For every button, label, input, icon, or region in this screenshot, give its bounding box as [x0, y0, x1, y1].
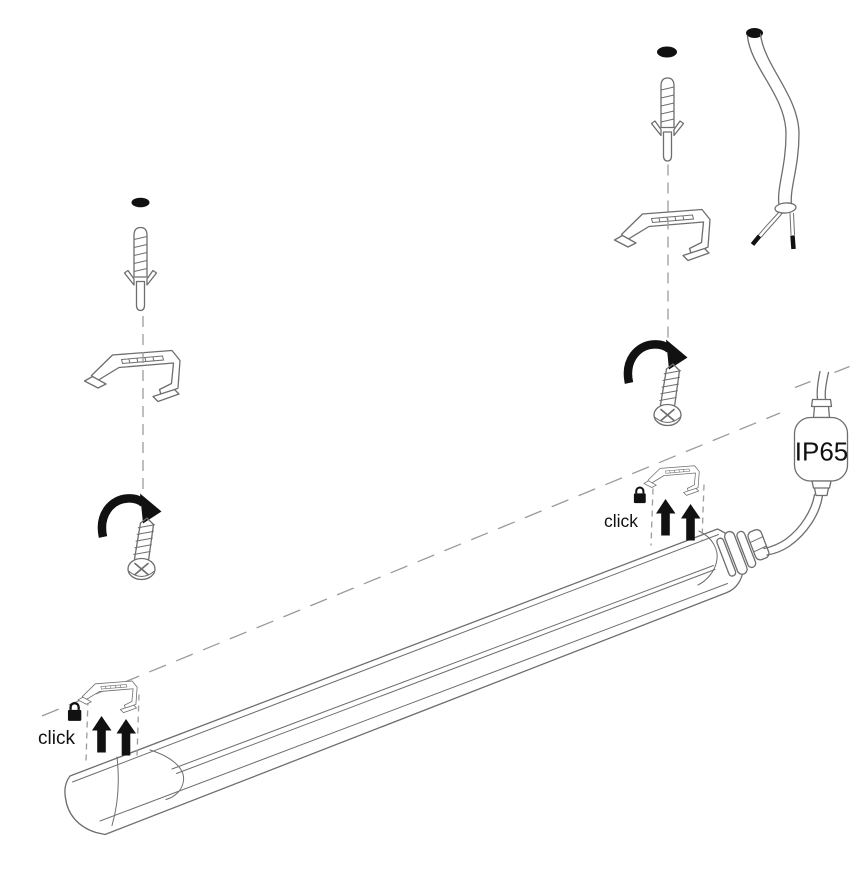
cable-sheath-end [774, 202, 797, 214]
ceiling-hole-left [131, 197, 150, 208]
ceiling-hole-cable [746, 28, 763, 38]
lock-icon [632, 486, 647, 505]
cable-to-ceiling [816, 370, 830, 400]
ip65-junction-box-assembly: IP65 [763, 370, 849, 556]
ceiling-dash-segments [794, 365, 850, 389]
wall-plug-right [650, 77, 685, 162]
cable-gland-connector [716, 529, 770, 577]
mounting-clip-right [613, 208, 711, 262]
stripped-wires [750, 211, 796, 250]
push-up-arrow [92, 716, 112, 753]
click-assembly-left: click [38, 680, 140, 762]
cable-to-fixture [763, 493, 816, 550]
click-label-right: click [604, 511, 638, 531]
push-up-arrow [116, 719, 136, 756]
screw-with-rotation-arrow-left [102, 494, 162, 580]
slide-guide-dashes-right [650, 484, 705, 546]
gland-top [810, 398, 833, 419]
push-up-arrow [681, 504, 701, 541]
click-label-left: click [38, 728, 75, 749]
mounting-column-right [613, 46, 711, 426]
push-up-arrow [656, 499, 676, 536]
ip65-label: IP65 [795, 437, 849, 467]
alignment-dashed-line [41, 412, 781, 717]
led-batten-fixture [64, 528, 770, 836]
mounting-clip-on-fixture-right [643, 465, 700, 496]
gland-bottom [811, 480, 832, 497]
power-supply-cable [746, 28, 800, 250]
mounting-column-left [83, 197, 181, 580]
ceiling-hole-right [657, 46, 677, 58]
mounting-clip-left [83, 349, 181, 403]
lock-icon [66, 702, 83, 723]
wall-plug-left [123, 226, 158, 312]
screw-with-rotation-arrow-right [628, 340, 688, 426]
mounting-clip-on-fixture-left [77, 680, 138, 714]
cable-to-fixture-2 [766, 494, 824, 556]
click-assembly-right: click [604, 465, 705, 546]
